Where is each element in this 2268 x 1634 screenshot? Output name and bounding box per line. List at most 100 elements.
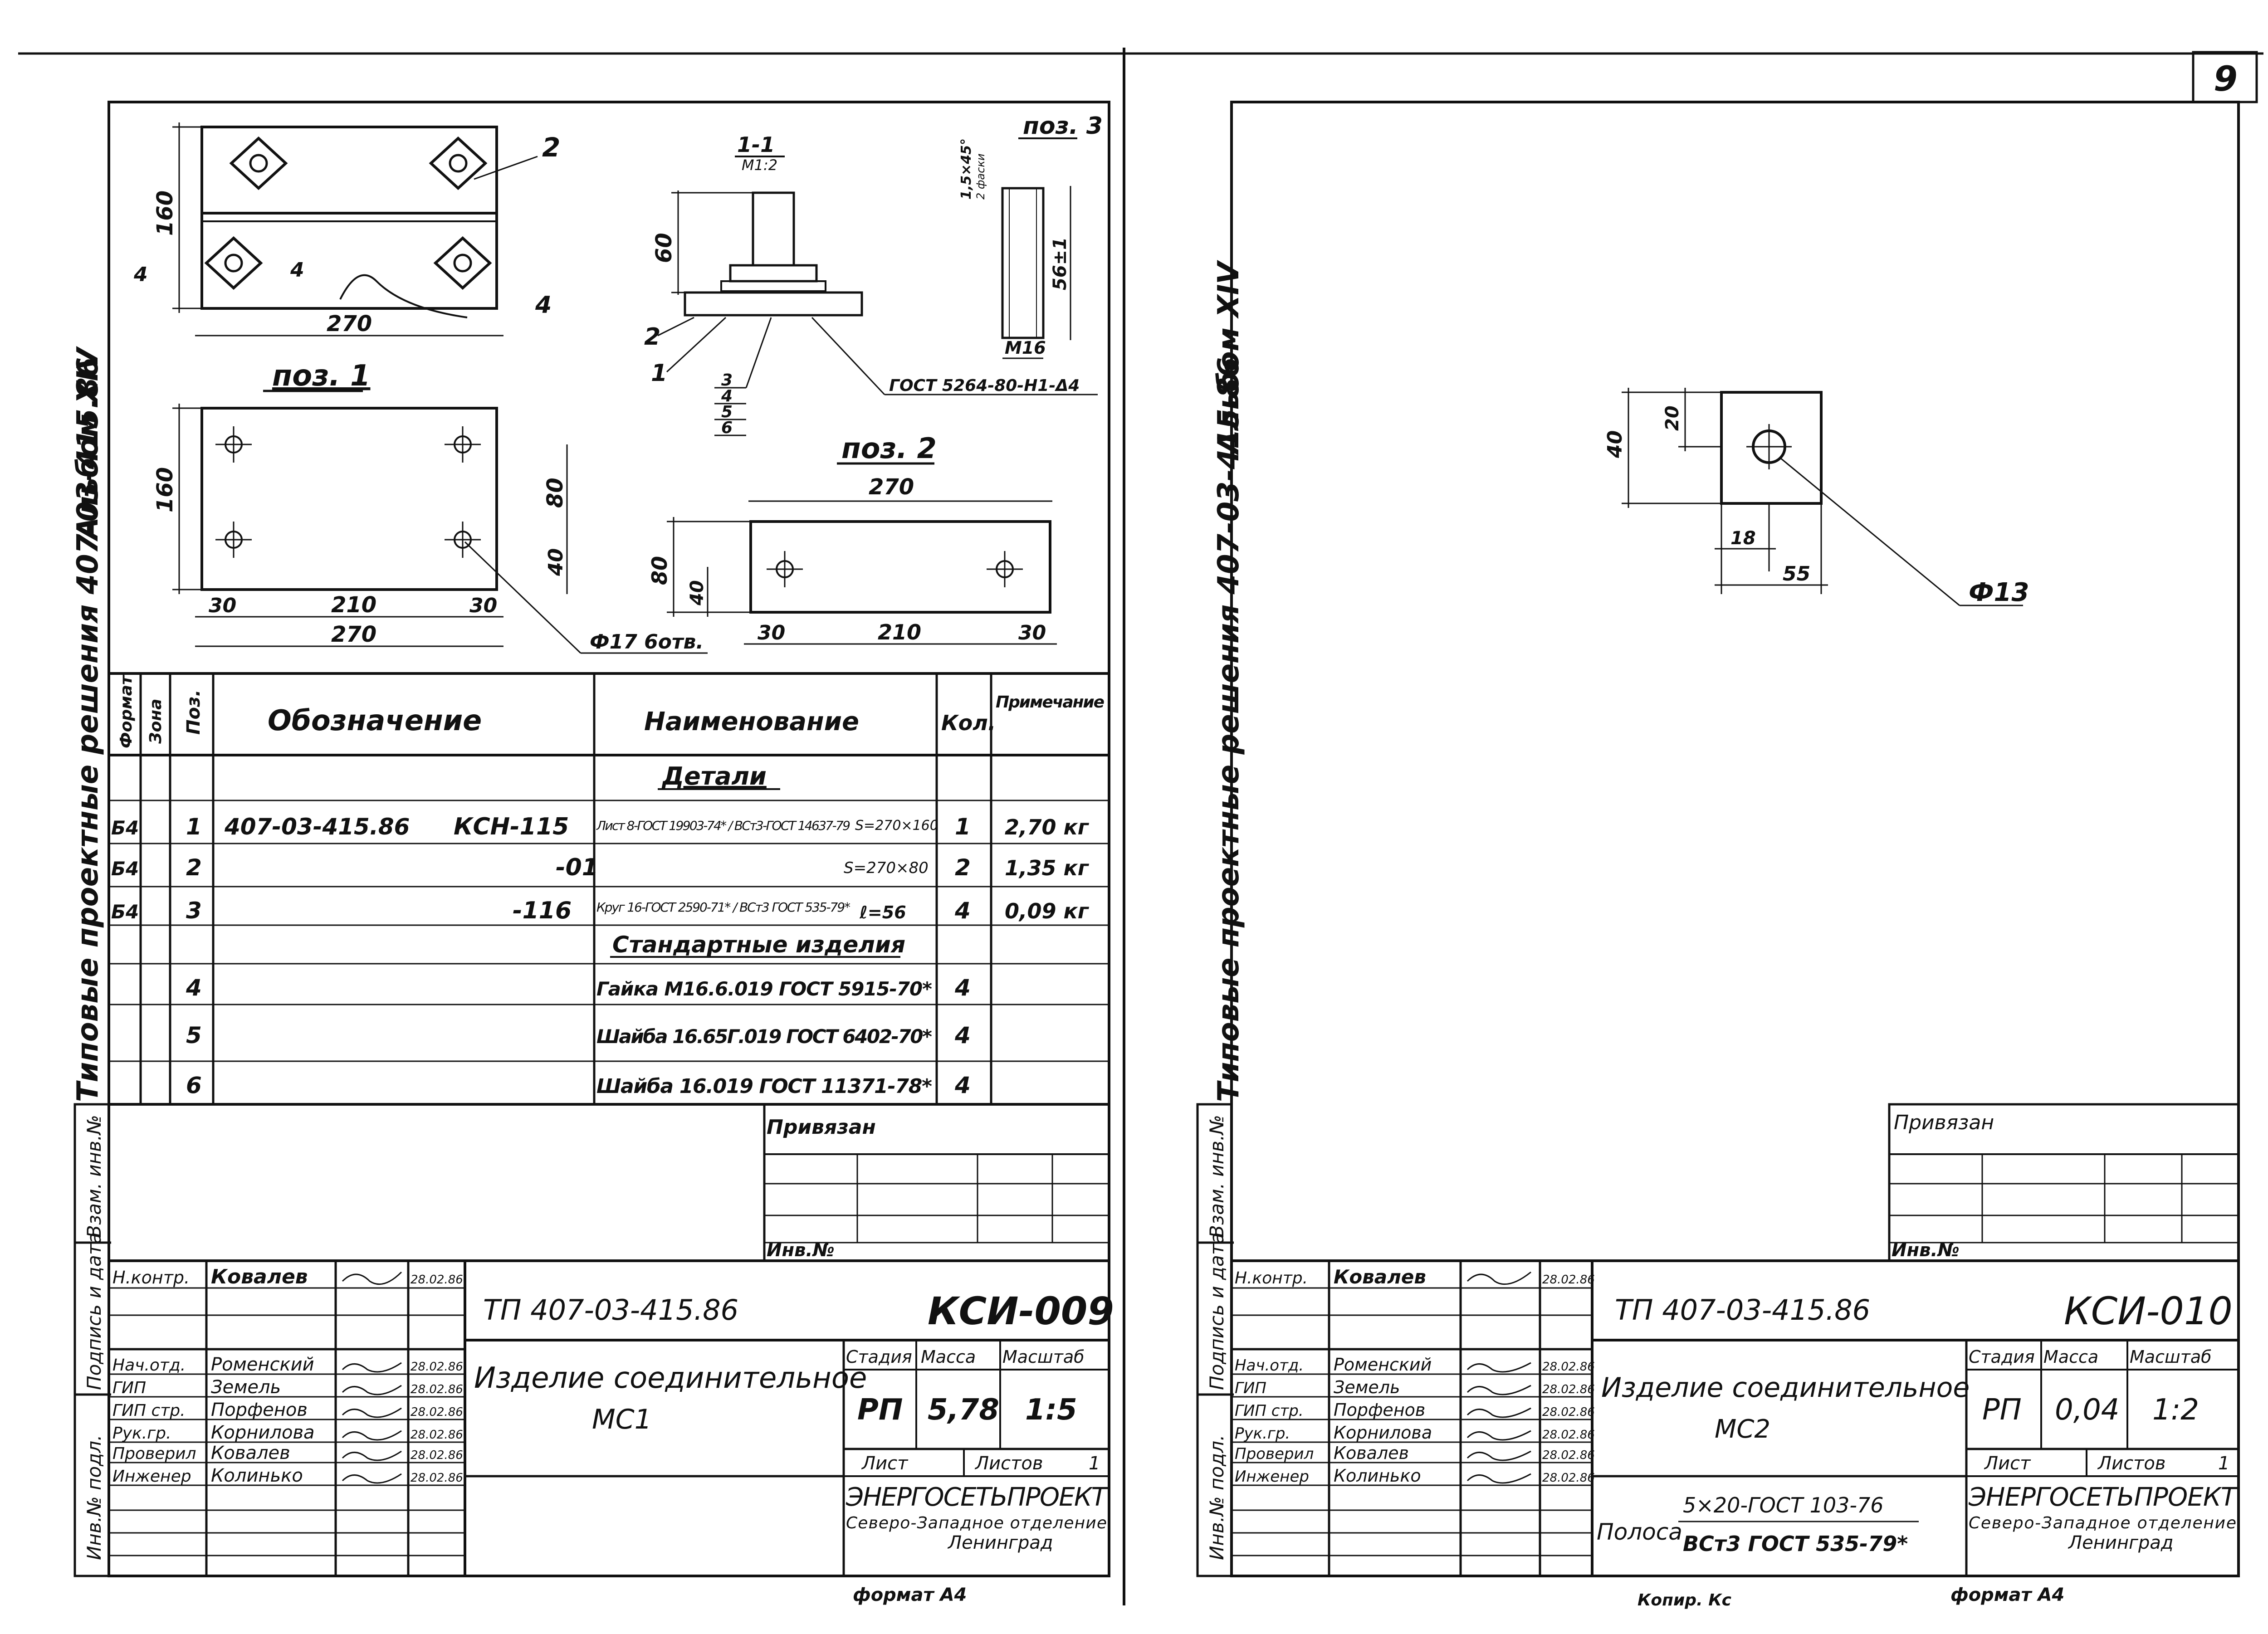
- section-pos-4: 4: [721, 387, 733, 405]
- spec-header-note: Примечание: [996, 693, 1105, 712]
- right-stamp-inv: Инв.№ подл.: [1206, 1435, 1228, 1560]
- left-signer4-signature: [342, 1385, 402, 1395]
- spec-header-zone: Зона: [147, 699, 165, 744]
- pos1-hole-2: [445, 426, 481, 463]
- right-signer6-date: 28.02.86: [1542, 1428, 1595, 1442]
- spec-section-details: Детали: [661, 762, 767, 790]
- mc2-plate: [1720, 391, 1823, 505]
- right-side-series: Типовые проектные решения 407-03-415.86: [1212, 357, 1246, 1102]
- left-drawing-code: КСИ-009: [928, 1289, 1114, 1333]
- left-org: ЭНЕРГОСЕТЬПРОЕКТ: [846, 1483, 1109, 1512]
- right-item-title: Изделие соединительное: [1601, 1372, 1970, 1404]
- mc2-width: 55: [1783, 562, 1810, 585]
- pos3-chamfer-count: 2 фаски: [974, 154, 987, 200]
- spec-row3-code: -116: [513, 897, 572, 924]
- right-signer6-role: Рук.гр.: [1235, 1424, 1290, 1443]
- spec-row1-qty: 1: [955, 814, 971, 840]
- left-signer4-role: ГИП: [112, 1379, 146, 1397]
- right-signer3-name: Роменский: [1334, 1355, 1432, 1375]
- spec-row4-qty: 4: [954, 975, 971, 1001]
- pos2-height-label: 80: [647, 556, 672, 585]
- left-signer5-signature: [342, 1407, 402, 1418]
- section-pos-3: 3: [721, 371, 733, 390]
- left-side-album: Альбом XIV: [71, 346, 105, 542]
- left-signer8-role: Инженер: [112, 1467, 191, 1486]
- left-stamp-inv: Инв.№ подл.: [83, 1435, 105, 1560]
- spec-row3-name: Круг 16-ГОСТ 2590-71* / ВСт3 ГОСТ 535-79…: [596, 900, 850, 915]
- section-weld-gost: ГОСТ 5264-80-Н1-Δ4: [889, 376, 1080, 395]
- mc2-hole-label: Ф13: [1969, 578, 2029, 607]
- spec-row1-code: КСН-115: [454, 813, 569, 840]
- right-signer4-signature: [1466, 1385, 1531, 1395]
- left-privyazan-label: Привязан: [767, 1116, 876, 1139]
- pos2-hole-1: [767, 551, 803, 587]
- left-mass-header: Масса: [921, 1347, 976, 1367]
- left-inv-label: Инв.№: [767, 1240, 835, 1261]
- spec-section-standard: Стандартные изделия: [612, 932, 905, 958]
- right-signer3-date: 28.02.86: [1542, 1360, 1595, 1374]
- section-pos-stack: 3 4 5 6: [714, 317, 772, 437]
- right-signer8-name: Колинько: [1334, 1466, 1421, 1486]
- left-mass: 5,78: [928, 1393, 999, 1427]
- right-item-sub: МС2: [1715, 1415, 1770, 1444]
- spec-row3-pos: 3: [186, 897, 202, 924]
- pos1-hole-3: [215, 522, 252, 558]
- left-org-sub: Северо-Западное отделение: [846, 1514, 1107, 1532]
- pos1-view: поз. 1 160 80 40 30 210 30 270 Ф17 6отв.: [152, 359, 708, 654]
- page-number: 9: [2214, 59, 2238, 99]
- pos2-dim-a: 30: [758, 621, 785, 644]
- pos1-hole-4: [445, 522, 481, 558]
- right-stage-header: Стадия: [1969, 1347, 2035, 1367]
- left-item-sub: МС1: [592, 1404, 652, 1435]
- left-stage-header: Стадия: [846, 1347, 912, 1367]
- left-signer6-date: 28.02.86: [411, 1428, 463, 1442]
- left-signer3-name: Роменский: [211, 1354, 314, 1375]
- right-signer1-name: Ковалев: [1334, 1266, 1426, 1288]
- left-privyazan-box: Привязан Инв.№: [763, 1103, 1110, 1262]
- right-signer8-role: Инженер: [1235, 1468, 1309, 1486]
- left-signer7-name: Ковалев: [211, 1443, 290, 1463]
- pos1-title: поз. 1: [272, 359, 371, 393]
- left-sheets-count: 1: [1089, 1453, 1100, 1474]
- right-copied-label: Копир. Кс: [1637, 1591, 1731, 1610]
- right-signer4-date: 28.02.86: [1542, 1383, 1595, 1396]
- section-nut: [729, 264, 818, 283]
- left-signer1-name: Ковалев: [211, 1265, 308, 1288]
- right-signer7-role: Проверил: [1235, 1445, 1314, 1463]
- assembly-thickness-1: 4: [133, 263, 148, 286]
- mc2-plate-view: 40 20 18 55 Ф13: [1603, 388, 2029, 607]
- right-material-bottom: ВСт3 ГОСТ 535-79*: [1683, 1532, 1908, 1556]
- right-stamp-podpis: Подпись и дата: [1206, 1232, 1228, 1390]
- pos1-dim-a: 30: [209, 594, 236, 617]
- right-signer5-role: ГИП стр.: [1235, 1402, 1304, 1420]
- left-signer5-role: ГИП стр.: [112, 1401, 186, 1420]
- mc2-edge: 20: [1662, 405, 1683, 431]
- spec-row3-qty: 4: [954, 897, 971, 924]
- right-signer3-role: Нач.отд.: [1235, 1356, 1304, 1375]
- pos1-dim-w: 270: [331, 622, 376, 647]
- right-inv-label: Инв.№: [1892, 1240, 1960, 1261]
- right-mass-header: Масса: [2043, 1347, 2098, 1367]
- right-signer4-role: ГИП: [1235, 1379, 1266, 1397]
- right-signer7-name: Ковалев: [1334, 1443, 1409, 1463]
- left-signer8-date: 28.02.86: [411, 1471, 463, 1485]
- spec-row2-code: -01: [556, 854, 598, 881]
- section-height-label: 60: [651, 233, 677, 263]
- right-scale-header: Масштаб: [2130, 1347, 2212, 1367]
- section-callout-2: 2: [644, 323, 660, 351]
- section-washer: [720, 280, 826, 292]
- left-stamp-vzam: Взам. инв.№: [83, 1115, 105, 1238]
- spec-row4-pos: 4: [186, 975, 202, 1001]
- pos2-plate: [749, 520, 1051, 614]
- pos2-title: поз. 2: [841, 432, 937, 465]
- pos1-hole-1: [215, 426, 252, 463]
- spec-table: Формат Зона Поз. Обозначение Наименовани…: [109, 672, 1109, 1106]
- left-format-label: формат А4: [853, 1585, 967, 1605]
- right-org-sub: Северо-Западное отделение: [1969, 1514, 2236, 1532]
- left-stage: РП: [857, 1393, 903, 1427]
- spec-header-pos: Поз.: [183, 690, 204, 735]
- left-city: Ленинград: [947, 1532, 1053, 1553]
- spec-row1-size: S=270×160: [855, 818, 938, 834]
- spec-row2-size: S=270×80: [844, 859, 929, 877]
- right-side-stamps: Взам. инв.№ Подпись и дата Инв.№ подл.: [1196, 1103, 1234, 1577]
